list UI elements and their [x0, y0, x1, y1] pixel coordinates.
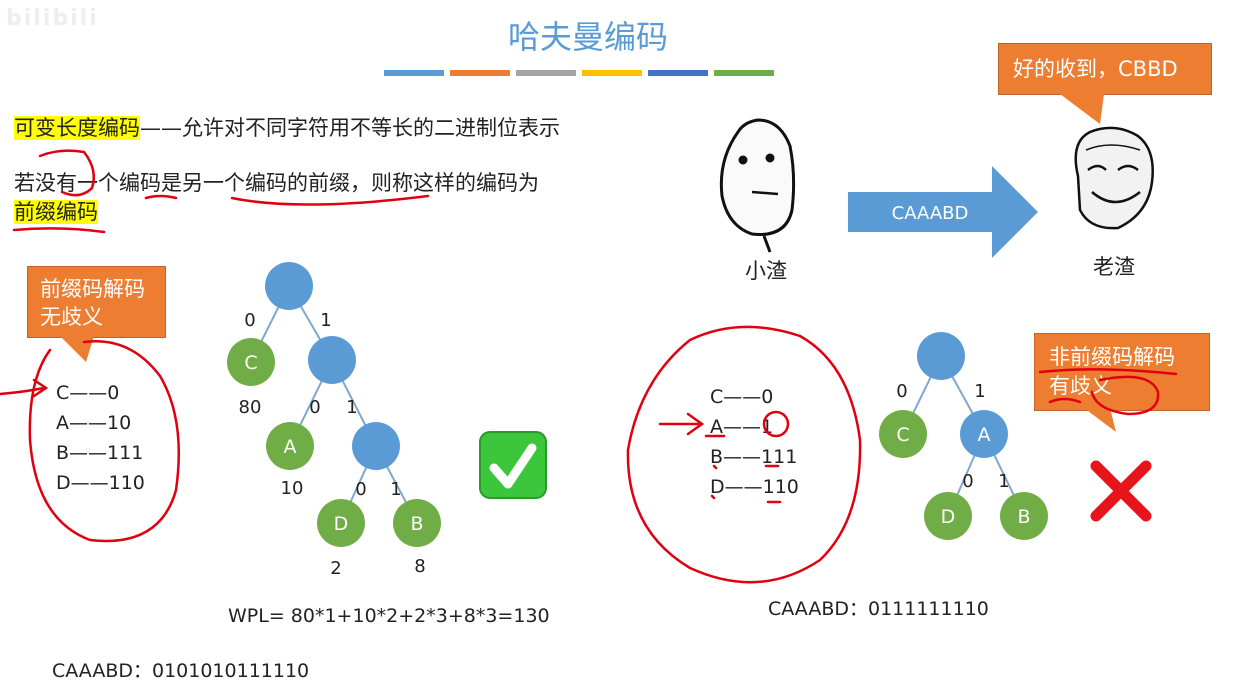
edge-label: 0 [355, 479, 366, 500]
edge-label: 0 [896, 381, 907, 402]
tree-node-internal [352, 422, 400, 470]
edge-label: 0 [244, 310, 255, 331]
sender-name: 小渣 [745, 259, 787, 283]
circle-annotation [762, 410, 790, 438]
tree-leaf-a [266, 422, 314, 470]
edge-label: 0 [962, 471, 973, 492]
node-label: A [978, 424, 991, 446]
definition-line-2: 若没有一个编码是另一个编码的前缀，则称这样的编码为 [14, 171, 539, 195]
title-color-bar [384, 70, 774, 76]
receiver-name: 老渣 [1093, 255, 1135, 279]
code-line: A——10 [56, 412, 132, 434]
color-stripe [648, 70, 708, 76]
right-tree-leaf-b [1000, 492, 1048, 540]
code-line: D——110 [710, 476, 799, 498]
code-line: C——0 [56, 382, 120, 404]
definition-text-1: ——允许对不同字符用不等长的二进制位表示 [140, 116, 560, 140]
weight-label: 2 [330, 558, 341, 579]
tree-node-root [265, 262, 313, 310]
left-big-circle [28, 340, 181, 543]
wpl-formula: WPL= 80*1+10*2+2*3+8*3=130 [228, 605, 550, 627]
edge-label: 1 [974, 381, 985, 402]
right-big-circle [626, 325, 862, 584]
leaf-label: B [410, 513, 423, 535]
right-tree-leaf-d [924, 492, 972, 540]
right-tree-node-a [960, 410, 1008, 458]
cross-icon [1090, 460, 1152, 522]
callout-right-text: 非前缀码解码有歧义 [1049, 345, 1175, 398]
callout-left-text: 前缀码解码无歧义 [40, 277, 145, 329]
color-stripe [450, 70, 510, 76]
code-line: A——1 [710, 416, 774, 438]
edge-label: 0 [309, 397, 320, 418]
edge-label: 1 [320, 310, 331, 331]
encoding-left: CAAABD：0101010111110 [52, 660, 310, 682]
left-arrow-annotation [0, 378, 49, 398]
right-arrow-annotation [658, 412, 705, 436]
leaf-label: D [334, 513, 349, 535]
edge-label: 1 [998, 471, 1009, 492]
code-line: D——110 [56, 472, 145, 494]
color-stripe [582, 70, 642, 76]
circle-annotation [1090, 375, 1160, 416]
term-prefix-code: 前缀编码 [14, 200, 98, 224]
callout-right-box: 非前缀码解码有歧义 [1034, 333, 1210, 411]
tree-leaf-c [227, 338, 275, 386]
weight-label: 80 [239, 397, 262, 418]
weight-label: 8 [414, 556, 425, 577]
callout-right-pointer [1084, 408, 1116, 432]
callout-left-box: 前缀码解码无歧义 [27, 266, 166, 338]
right-tree-leaf-c [879, 410, 927, 458]
node-label: C [896, 424, 909, 446]
circle-annotation [38, 149, 95, 197]
tree-leaf-d [317, 499, 365, 547]
term-variable-length-code: 可变长度编码 [14, 116, 140, 140]
handwritten-annotations [0, 149, 1178, 584]
edge-label: 1 [390, 479, 401, 500]
underline-annotation [1048, 397, 1082, 404]
underline-annotation [230, 194, 430, 206]
color-stripe [516, 70, 576, 76]
color-stripe [384, 70, 444, 76]
definition-line-1: 可变长度编码——允许对不同字符用不等长的二进制位表示 [14, 112, 560, 142]
code-line: C——0 [710, 386, 774, 408]
underline-annotation [1038, 368, 1178, 376]
node-label: D [941, 506, 956, 528]
callout-top-text: 好的收到，CBBD [1013, 57, 1178, 81]
color-stripe [714, 70, 774, 76]
check-icon [479, 431, 547, 499]
receiver-face-icon [1074, 126, 1154, 230]
leaf-label: C [244, 352, 257, 374]
tree-leaf-b [393, 499, 441, 547]
callout-top-box: 好的收到，CBBD [998, 43, 1212, 95]
weight-label: 10 [281, 478, 304, 499]
transmission-message: CAAABD [892, 203, 969, 224]
tick-annotation [710, 464, 782, 504]
sender-face-icon [719, 118, 796, 253]
code-line: B——111 [56, 442, 144, 464]
leaf-label: A [284, 436, 297, 458]
callout-top-pointer [1060, 94, 1104, 124]
underline-annotation [144, 194, 178, 200]
definition-line-3: 前缀编码 [14, 196, 98, 226]
right-code-list: C——0 A——1 B——111 D——110 [710, 382, 799, 502]
edge-label: 1 [346, 397, 357, 418]
encoding-right: CAAABD：0111111110 [768, 598, 989, 620]
underline-annotation [12, 227, 106, 234]
transmission-arrow-icon [848, 166, 1038, 258]
node-label: B [1017, 506, 1030, 528]
tree-node-internal [308, 336, 356, 384]
watermark-logo: bilibili [6, 6, 99, 31]
code-line: B——111 [710, 446, 798, 468]
right-tree-node-root [917, 332, 965, 380]
slide-title: 哈夫曼编码 [507, 18, 668, 56]
left-code-list: C——0 A——10 B——111 D——110 [56, 378, 145, 498]
